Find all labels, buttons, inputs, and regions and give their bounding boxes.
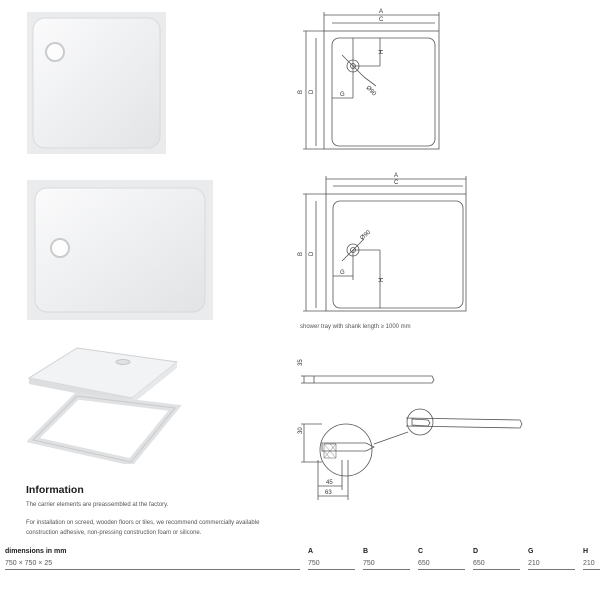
header-d: D <box>473 548 479 555</box>
square-tray-photo <box>27 12 166 154</box>
square-tray-plan-diagram: A C B D H G Ø90 <box>298 9 440 150</box>
information-paragraph-1: The carrier elements are preassembled at… <box>26 502 169 508</box>
rectangular-tray-plan-diagram: A C B D H G Ø90 <box>298 173 467 312</box>
label-width-45: 45 <box>326 480 333 486</box>
table-row: 750 × 750 × 25 750 750 650 650 210 210 <box>5 558 600 570</box>
value-c: 650 <box>418 558 465 570</box>
label-b-2: B <box>298 252 304 256</box>
label-h: H <box>379 50 385 54</box>
shank-length-caption: shower tray with shank length ≥ 1000 mm <box>300 324 411 330</box>
label-d: D <box>309 89 315 94</box>
label-h-2: H <box>379 278 385 282</box>
value-d: 650 <box>473 558 520 570</box>
label-height-35: 35 <box>298 359 304 366</box>
value-a: 750 <box>308 558 355 570</box>
tray-section-detail-diagram: 30 45 63 <box>298 408 523 500</box>
information-heading: Information <box>26 484 84 496</box>
header-a: A <box>308 548 314 555</box>
header-g: G <box>528 548 534 555</box>
value-h: 210 <box>583 558 600 570</box>
label-drain-2: Ø90 <box>359 229 372 241</box>
header-h: H <box>583 548 589 555</box>
label-c: C <box>379 17 384 23</box>
information-paragraph-2: For installation on screed, wooden floor… <box>26 520 260 536</box>
dimensions-table: dimensions in mm A B C D G H 750 × 750 ×… <box>5 548 600 570</box>
tray-side-profile-diagram: 35 <box>298 359 435 384</box>
label-drain: Ø90 <box>365 85 378 98</box>
tray-and-carrier-frame-photo <box>27 347 182 464</box>
label-c-2: C <box>394 180 399 186</box>
label-d-2: D <box>309 251 315 256</box>
label-a: A <box>379 9 383 15</box>
value-g: 210 <box>528 558 575 570</box>
header-b: B <box>363 548 369 555</box>
header-c: C <box>418 548 424 555</box>
dimensions-title: dimensions in mm <box>5 548 67 555</box>
label-width-63: 63 <box>325 490 332 496</box>
label-g-2: G <box>340 270 345 276</box>
rectangular-tray-photo <box>27 180 213 320</box>
value-b: 750 <box>363 558 410 570</box>
label-b: B <box>298 90 304 94</box>
label-g: G <box>340 92 345 98</box>
size-cell: 750 × 750 × 25 <box>5 558 300 570</box>
label-height-30: 30 <box>298 427 304 434</box>
label-a-2: A <box>394 173 398 179</box>
